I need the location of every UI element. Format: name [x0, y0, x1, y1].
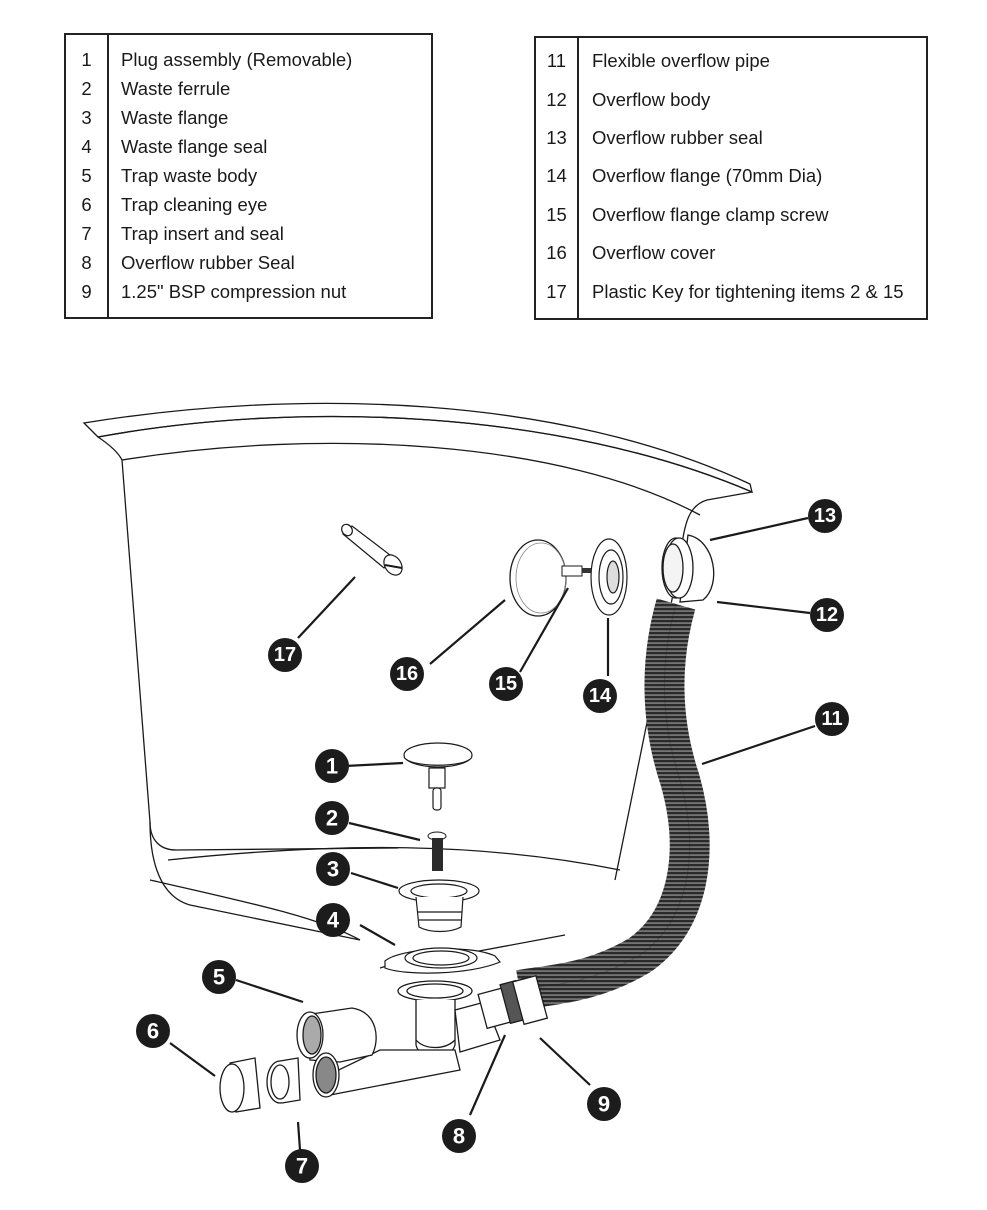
svg-text:2: 2: [326, 806, 338, 831]
svg-text:4: 4: [327, 908, 340, 933]
part-number: 4: [81, 136, 92, 157]
plug-assembly-part: [403, 742, 473, 811]
svg-text:6: 6: [147, 1019, 159, 1044]
part-description: Waste flange: [121, 107, 229, 128]
part-number: 17: [546, 281, 567, 302]
callout-12: 12: [810, 598, 844, 632]
flexible-overflow-hose: [516, 598, 710, 1010]
svg-text:7: 7: [296, 1154, 308, 1179]
part-description: Overflow rubber Seal: [121, 252, 295, 273]
part-number: 15: [546, 204, 567, 225]
svg-text:1: 1: [326, 754, 338, 779]
part-number: 14: [546, 165, 567, 186]
callout-2: 2: [315, 801, 349, 835]
part-number: 12: [546, 89, 567, 110]
svg-text:3: 3: [327, 857, 339, 882]
table-divider: [107, 35, 109, 317]
svg-text:14: 14: [589, 685, 612, 707]
part-description: Trap insert and seal: [121, 223, 284, 244]
callout-15: 15: [489, 667, 523, 701]
part-number: 5: [81, 165, 92, 186]
overflow-body-part: [661, 534, 715, 603]
part-description: Overflow flange clamp screw: [592, 204, 829, 225]
cover-rim: [515, 542, 567, 614]
svg-text:17: 17: [274, 644, 296, 666]
part-description: Flexible overflow pipe: [592, 50, 770, 71]
part-description: Plug assembly (Removable): [121, 49, 353, 70]
callout-14: 14: [583, 679, 617, 713]
callout-4: 4: [316, 903, 350, 937]
waste-ferrule-part: [427, 831, 447, 871]
part-description: Plastic Key for tightening items 2 & 15: [592, 281, 904, 302]
svg-text:12: 12: [816, 604, 838, 626]
trap-insert-part: [266, 1057, 301, 1104]
callout-6: 6: [136, 1014, 170, 1048]
callout-16: 16: [390, 657, 424, 691]
part-number: 1: [81, 49, 92, 70]
part-description: Trap waste body: [121, 165, 258, 186]
parts-table-left: 1 Plug assembly (Removable) 2 Waste ferrul…: [64, 33, 433, 319]
part-description: Overflow rubber seal: [592, 127, 763, 148]
trap-assembly: [219, 974, 549, 1113]
part-number: 8: [81, 252, 92, 273]
leader-lines: [169, 516, 816, 1151]
part-number: 13: [546, 127, 567, 148]
part-number: 7: [81, 223, 92, 244]
part-description: Trap cleaning eye: [121, 194, 268, 215]
part-number: 9: [81, 281, 92, 302]
part-description: Overflow cover: [592, 242, 716, 263]
part-description: Waste flange seal: [121, 136, 268, 157]
callout-1: 1: [315, 749, 349, 783]
part-number: 16: [546, 242, 567, 263]
exploded-diagram: 13 12 11 17 16 15 14 1 2 3 4 5 6 7 8 9: [82, 402, 849, 1183]
parts-table-right: 11 Flexible overflow pipe 12 Overflow body…: [534, 36, 928, 320]
waste-flange-seal-part: [384, 947, 501, 974]
callout-9: 9: [587, 1087, 621, 1121]
waste-flange-part: [398, 879, 480, 933]
plastic-key-part: [341, 523, 403, 576]
table-divider: [577, 38, 579, 318]
callout-17: 17: [268, 638, 302, 672]
callout-8: 8: [442, 1119, 476, 1153]
part-description: 1.25" BSP compression nut: [121, 281, 347, 302]
part-description: Overflow body: [592, 89, 711, 110]
part-number: 3: [81, 107, 92, 128]
callout-13: 13: [808, 499, 842, 533]
svg-text:8: 8: [453, 1124, 465, 1149]
callout-7: 7: [285, 1149, 319, 1183]
part-description: Waste ferrule: [121, 78, 231, 99]
svg-text:11: 11: [821, 708, 842, 730]
svg-text:9: 9: [598, 1092, 610, 1117]
part-number: 11: [546, 50, 567, 71]
part-description: Overflow flange (70mm Dia): [592, 165, 823, 186]
callout-5: 5: [202, 960, 236, 994]
svg-text:5: 5: [213, 965, 225, 990]
svg-text:15: 15: [495, 673, 517, 695]
overflow-flange-part: [590, 538, 628, 616]
callout-11: 11: [815, 702, 849, 736]
part-number: 6: [81, 194, 92, 215]
part-number: 2: [81, 78, 92, 99]
callout-3: 3: [316, 852, 350, 886]
svg-text:16: 16: [396, 663, 418, 685]
trap-cleaning-eye-part: [219, 1057, 261, 1113]
svg-text:13: 13: [814, 505, 836, 527]
